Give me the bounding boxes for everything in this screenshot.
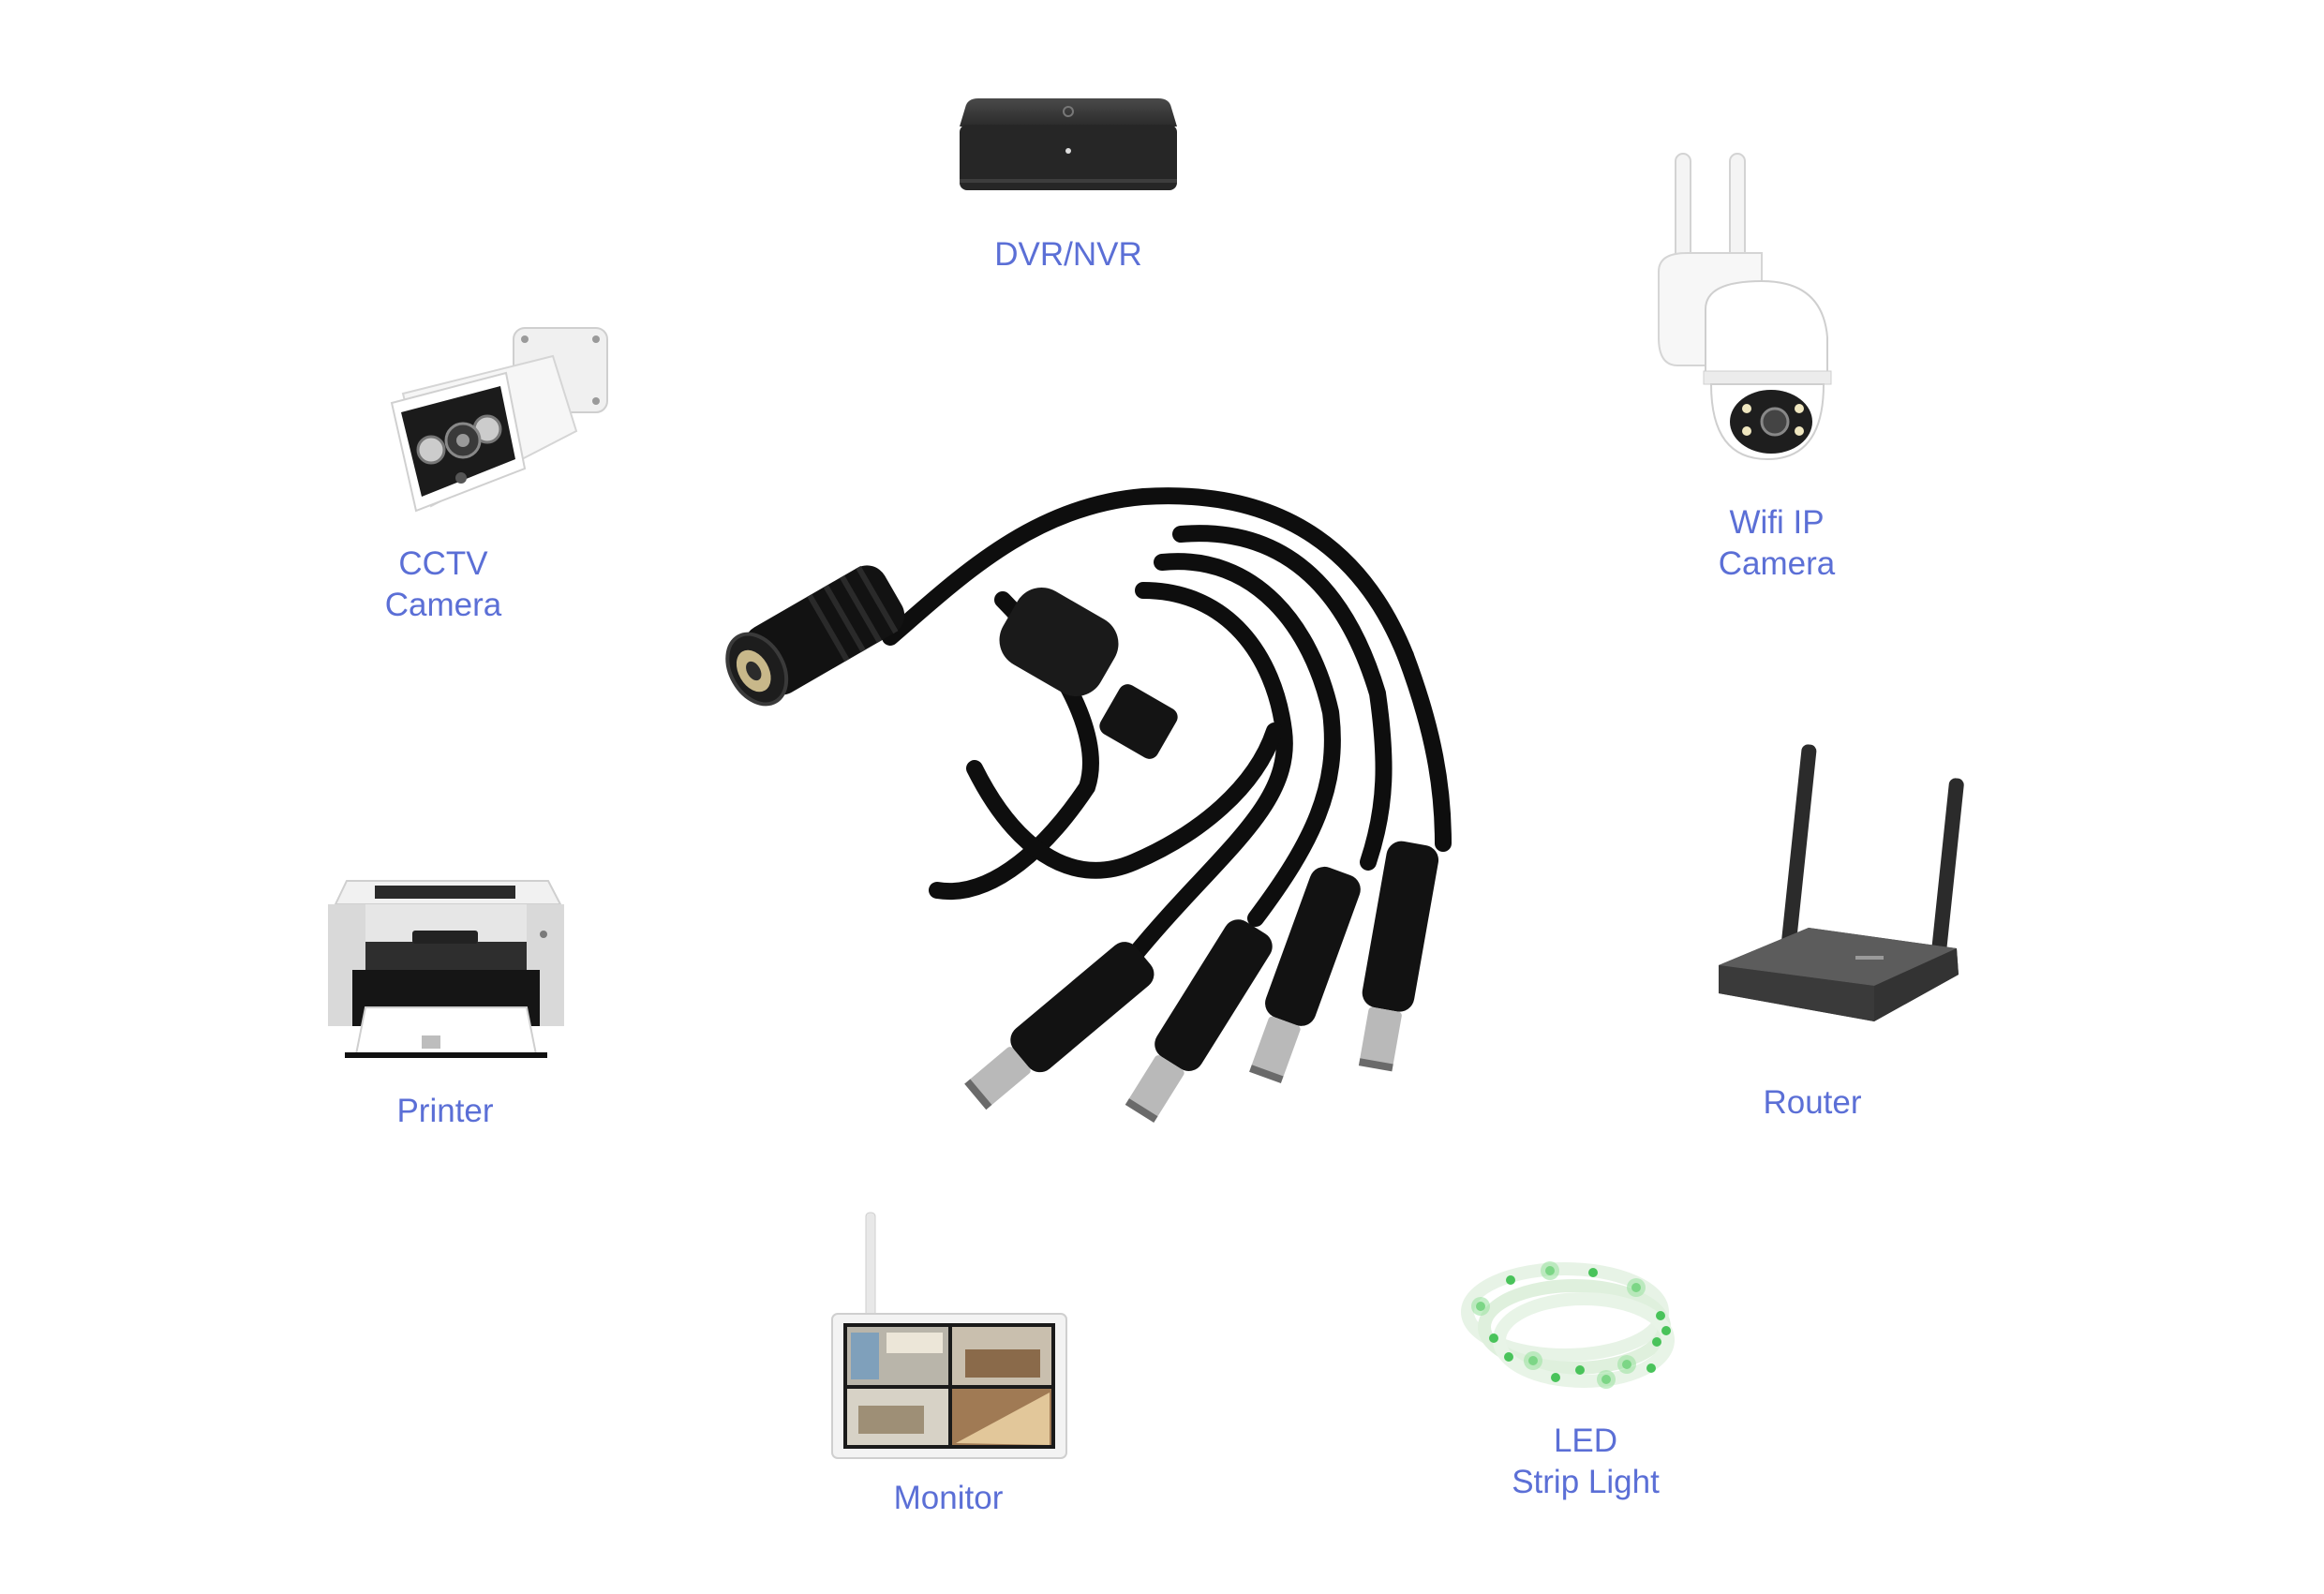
router-device: [1706, 740, 1977, 1050]
dc-splitter-cable-icon: [725, 487, 1452, 1123]
monitor-icon: [831, 1212, 1067, 1459]
printer-label: Printer: [396, 1093, 494, 1129]
wifi-ip-camera-device: [1649, 150, 1837, 469]
wifi-ip-camera-icon: [1658, 153, 1832, 461]
cctv-camera-label: CCTV Camera: [384, 545, 502, 623]
monitor-label: Monitor: [893, 1480, 1004, 1516]
printer-icon: [328, 880, 564, 1058]
dc-splitter-cable: [693, 450, 1612, 1162]
cctv-camera-icon: [390, 327, 608, 513]
led-strip-light-label: LED Strip Light: [1512, 1423, 1660, 1500]
led-strip-light-icon: [1461, 1261, 1675, 1389]
cctv-camera-device: [375, 319, 618, 534]
router-label: Router: [1763, 1084, 1862, 1121]
dvr-nvr-icon: [960, 98, 1177, 190]
led-strip-light-device: [1452, 1237, 1715, 1406]
printer-device: [319, 867, 572, 1073]
dvr-nvr-device: [946, 89, 1190, 211]
dvr-nvr-label: DVR/NVR: [994, 236, 1142, 273]
monitor-device: [825, 1209, 1068, 1462]
wifi-ip-camera-label: Wifi IP Camera: [1718, 504, 1836, 582]
router-icon: [1719, 744, 1964, 1021]
